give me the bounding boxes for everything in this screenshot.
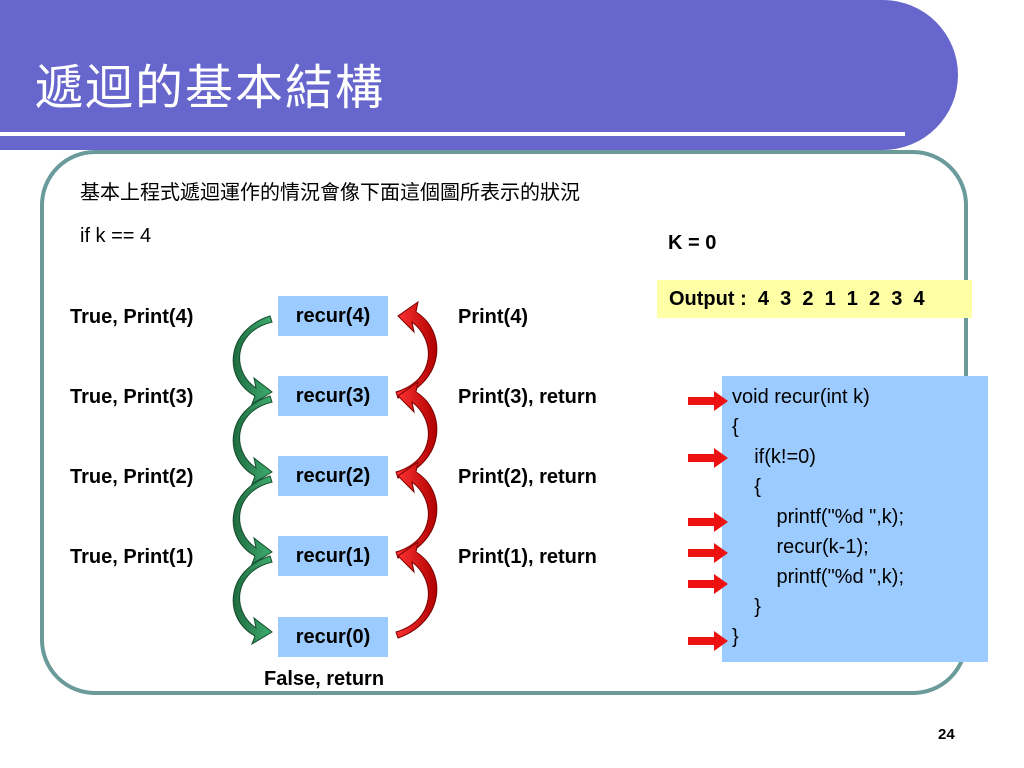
condition-text: if k == 4 (80, 225, 152, 247)
pointer-arrow-icon (688, 574, 728, 594)
code-line: } (732, 596, 761, 618)
code-line: recur(k-1); (732, 536, 869, 558)
right-label: Print(4) (458, 306, 528, 328)
code-line: void recur(int k) (732, 386, 870, 408)
left-label: True, Print(3) (70, 386, 194, 408)
pointer-arrow-icon (688, 512, 728, 532)
pointer-arrow-icon (688, 631, 728, 651)
code-line: if(k!=0) (732, 446, 816, 468)
recur-box: recur(1) (278, 536, 388, 576)
code-line: printf("%d ",k); (732, 566, 905, 588)
code-line: { (732, 476, 761, 498)
left-label: True, Print(1) (70, 546, 194, 568)
k-value-label: K = 0 (668, 232, 717, 254)
pointer-arrow-icon (688, 448, 728, 468)
green-arrow-icon (232, 395, 273, 486)
recur-box: recur(4) (278, 296, 388, 336)
green-arrow-icon (232, 315, 273, 406)
recur-box: recur(0) (278, 617, 388, 657)
right-label: Print(2), return (458, 466, 597, 488)
title-bar (0, 0, 958, 150)
recur-box: recur(3) (278, 376, 388, 416)
code-line: printf("%d ",k); (732, 506, 905, 528)
subtitle: 基本上程式遞迴運作的情況會像下面這個圖所表示的狀況 (80, 180, 580, 204)
pointer-arrow-icon (688, 543, 728, 563)
red-arrow-icon (395, 540, 438, 639)
slide-title: 遞迴的基本結構 (35, 60, 386, 116)
right-label: Print(1), return (458, 546, 597, 568)
title-underline (0, 132, 905, 136)
green-arrow-icon (232, 555, 273, 646)
code-line: { (732, 416, 739, 438)
red-arrow-icon (395, 300, 438, 399)
code-box: void recur(int k) { if(k!=0) { printf("%… (722, 376, 988, 662)
pointer-arrow-icon (688, 391, 728, 411)
output-box: Output : 4 3 2 1 1 2 3 4 (657, 280, 972, 318)
right-label: Print(3), return (458, 386, 597, 408)
base-case-label: False, return (264, 668, 385, 690)
left-label: True, Print(2) (70, 466, 194, 488)
red-arrow-icon (395, 460, 438, 559)
code-line: } (732, 626, 739, 648)
left-label: True, Print(4) (70, 306, 194, 328)
recur-box: recur(2) (278, 456, 388, 496)
page-number: 24 (938, 726, 955, 743)
red-arrow-icon (395, 380, 438, 479)
green-arrow-icon (232, 475, 273, 566)
